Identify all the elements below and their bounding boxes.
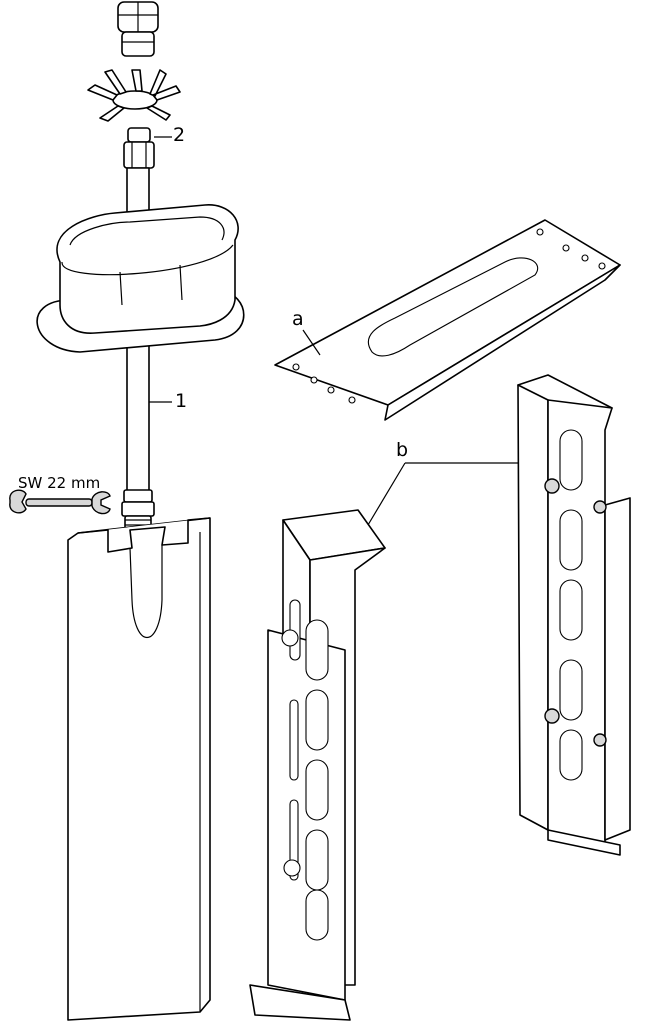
label-part-1: 1 — [175, 390, 188, 412]
connection-nut — [123, 127, 172, 169]
wrench-icon — [9, 489, 111, 515]
insulation-block — [67, 517, 211, 1021]
mounting-plate — [274, 219, 621, 421]
top-cap — [117, 1, 159, 57]
right-frame-bracket — [517, 374, 631, 856]
label-part-a: a — [292, 308, 304, 330]
oval-housing — [36, 204, 245, 353]
spring-clip — [87, 69, 181, 122]
label-part-2: 2 — [173, 124, 186, 146]
left-frame-bracket — [249, 509, 386, 1021]
wrench-size-label: SW 22 mm — [18, 474, 101, 492]
label-part-b: b — [396, 439, 409, 461]
